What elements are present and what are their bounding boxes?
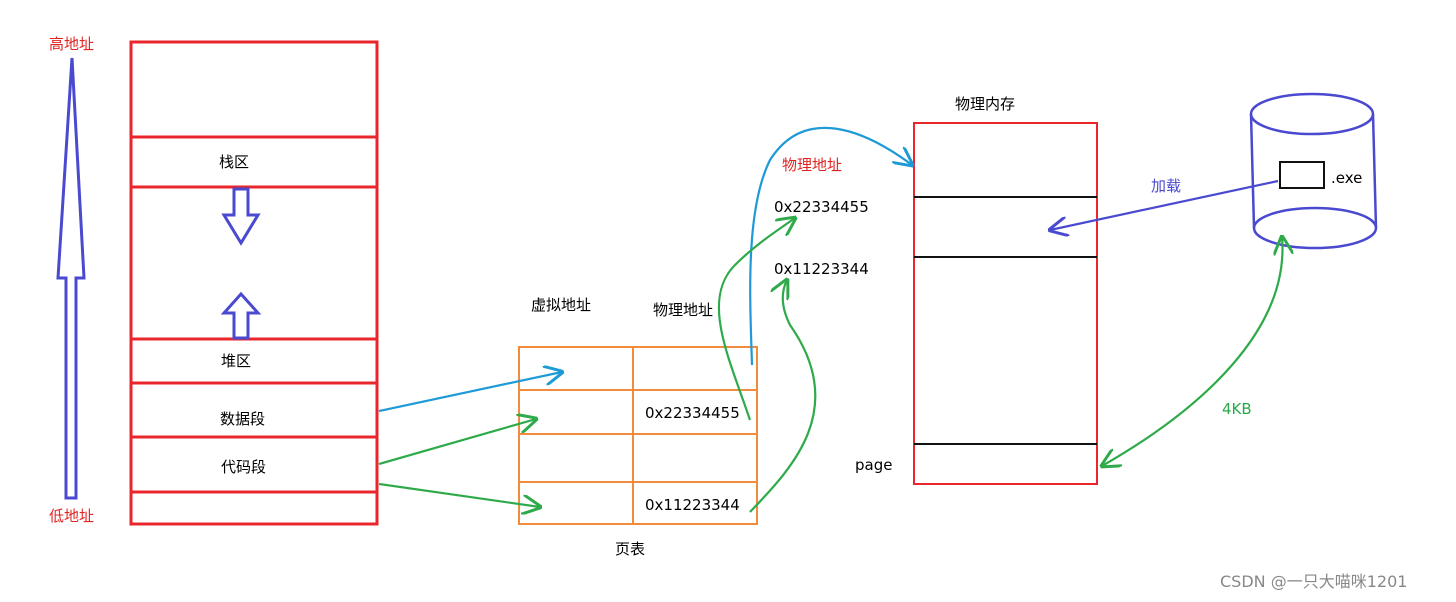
physical-memory-title: 物理内存 (955, 95, 1016, 113)
address-axis-arrow (56, 57, 86, 500)
data-segment-to-page-table-arrow (378, 372, 562, 413)
heap-label: 堆区 (221, 352, 252, 370)
page-table-row2-physical: 0x22334455 (645, 404, 740, 422)
row4-to-address2-arrow (749, 280, 817, 513)
stack-label: 栈区 (219, 153, 250, 171)
page-size-label: 4KB (1222, 400, 1252, 418)
low-address-label: 低地址 (49, 507, 95, 525)
page-size-arrow (1102, 237, 1282, 466)
code-segment-label: 代码段 (221, 458, 267, 476)
page-table-caption: 页表 (615, 540, 646, 558)
virtual-address-header: 虚拟地址 (531, 296, 592, 314)
physical-address-header: 物理地址 (653, 301, 714, 319)
row2-to-address1-arrow (717, 218, 795, 421)
disk-cylinder (1249, 92, 1378, 250)
data-segment-label: 数据段 (220, 410, 266, 428)
mapped-address-1: 0x22334455 (774, 198, 869, 216)
load-label: 加载 (1151, 177, 1182, 195)
high-address-label: 高地址 (49, 35, 95, 53)
physical-memory-box (913, 122, 1098, 485)
mapped-address-2: 0x11223344 (774, 260, 869, 278)
process-memory-layout (129, 40, 379, 526)
page-table-to-physical-memory-arrow (749, 126, 912, 366)
page-label: page (855, 456, 893, 474)
heap-grow-up-arrow (220, 291, 262, 340)
page-table-grid (518, 346, 758, 525)
exe-file-box (1279, 161, 1325, 189)
watermark: CSDN @一只大喵咪1201 (1220, 572, 1408, 591)
code-segment-to-page-table-arrow-1 (378, 419, 536, 466)
code-segment-to-page-table-arrow-2 (378, 482, 540, 507)
exe-file-label: .exe (1331, 169, 1363, 187)
disk-load-arrow (1050, 179, 1279, 230)
mapped-physical-address-label: 物理地址 (782, 156, 843, 174)
page-table-row4-physical: 0x11223344 (645, 496, 740, 514)
stack-grow-down-arrow (221, 187, 261, 246)
